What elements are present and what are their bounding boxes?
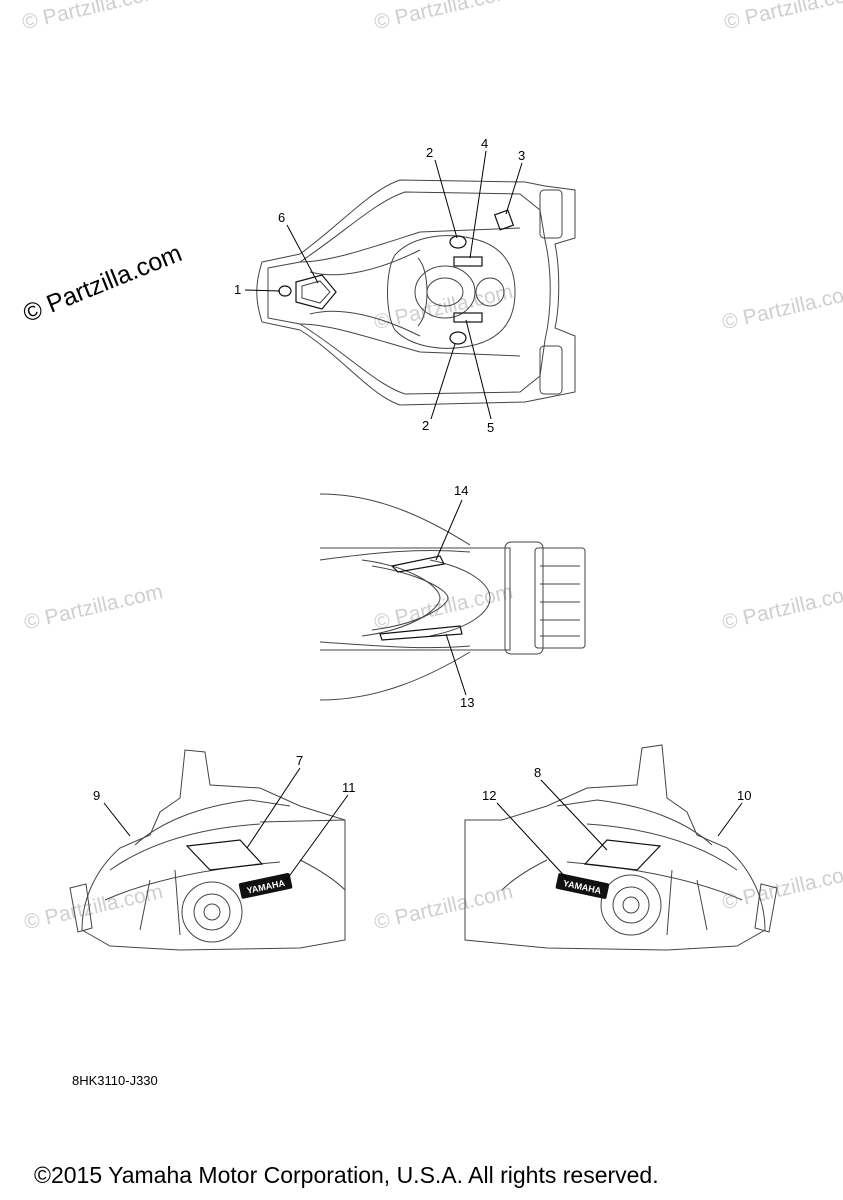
callout-2-top: 2 — [426, 145, 433, 160]
callout-11: 11 — [342, 780, 356, 795]
rear-view-leaders — [435, 499, 467, 696]
callout-12: 12 — [482, 788, 496, 803]
diagram-id: 8HK3110-J330 — [72, 1073, 158, 1088]
left-side-view-drawing: YAMAHA — [69, 749, 346, 951]
callout-2-bottom: 2 — [422, 418, 429, 433]
callout-5: 5 — [487, 420, 494, 435]
right-side-view-leaders — [496, 779, 743, 883]
callout-3: 3 — [518, 148, 525, 163]
left-side-view-leaders — [103, 767, 349, 883]
yamaha-logo-left: YAMAHA — [238, 872, 293, 899]
yamaha-logo-right: YAMAHA — [555, 873, 610, 899]
callout-7: 7 — [296, 753, 303, 768]
callout-14: 14 — [454, 483, 468, 498]
callout-6: 6 — [278, 210, 285, 225]
copyright-notice: ©2015 Yamaha Motor Corporation, U.S.A. A… — [34, 1162, 659, 1188]
callout-4: 4 — [481, 136, 488, 151]
callout-1: 1 — [234, 282, 241, 297]
rear-view-drawing — [319, 493, 586, 701]
callout-10: 10 — [737, 788, 751, 803]
top-view-leaders — [244, 150, 523, 420]
callout-13: 13 — [460, 695, 474, 710]
callout-9: 9 — [93, 788, 100, 803]
callout-8: 8 — [534, 765, 541, 780]
right-side-view-drawing: YAMAHA — [464, 744, 778, 951]
top-view-drawing — [256, 179, 576, 406]
